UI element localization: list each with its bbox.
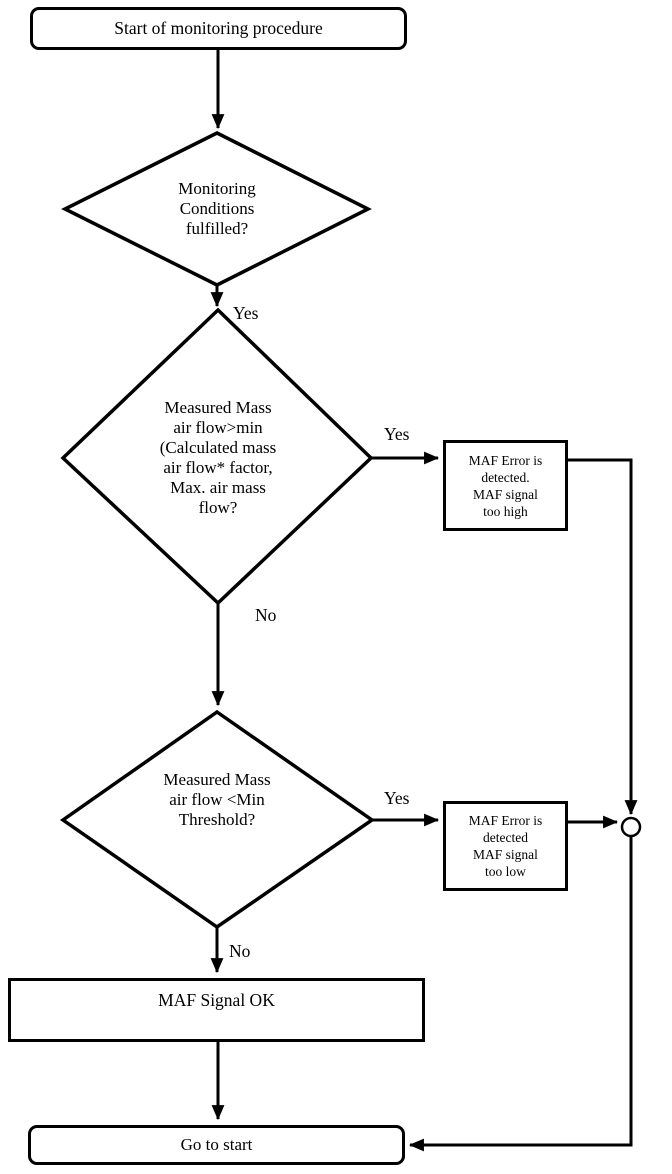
decision-maf-low-shape [59, 709, 376, 930]
error-box-maf-low: MAF Error is detected MAF signal too low [443, 801, 568, 891]
connector-junction-to-goto [408, 836, 633, 1152]
no-label-maf-low: No [229, 941, 251, 961]
yes-label-monitoring: Yes [233, 303, 259, 323]
decision-maf-low-label: Measured Mass air flow <Min Threshold? [163, 770, 271, 829]
decision-monitoring-conditions-shape [61, 131, 372, 287]
go-to-start-node: Go to start [28, 1125, 405, 1165]
decision-maf-high-label: Measured Mass air flow>min (Calculated m… [159, 398, 277, 517]
maf-signal-ok-node: MAF Signal OK [8, 978, 425, 1042]
yes-label-maf-low: Yes [384, 788, 410, 808]
connector-error-high-to-junction [568, 458, 638, 816]
error-box-maf-high: MAF Error is detected. MAF signal too hi… [443, 440, 568, 531]
start-node: Start of monitoring procedure [30, 7, 407, 50]
yes-label-maf-high: Yes [384, 424, 410, 444]
decision-monitoring-conditions-label: Monitoring Conditions fulfilled? [178, 179, 256, 238]
junction-circle [620, 816, 642, 838]
no-label-maf-high: No [255, 605, 277, 625]
decision-maf-high-shape [60, 307, 374, 606]
